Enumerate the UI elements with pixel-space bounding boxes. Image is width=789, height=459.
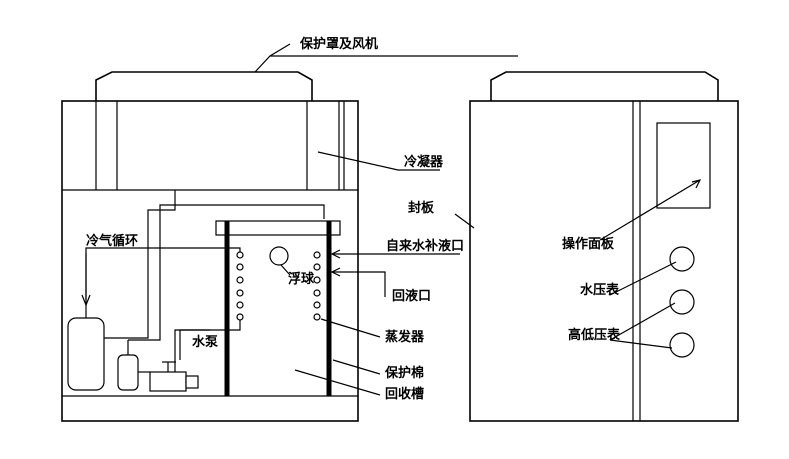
- label-refrigerant-cycle: 冷气循环: [86, 233, 138, 249]
- evaporator-coils-left: [236, 251, 244, 321]
- left-fan-cover: [95, 71, 313, 101]
- label-evaporator: 蒸发器: [385, 329, 425, 345]
- label-return-port: 回液口: [392, 288, 431, 304]
- label-insulation: 保护棉: [384, 365, 424, 381]
- left-cabinet: [61, 100, 359, 422]
- label-seal-plate: 封板: [408, 200, 435, 216]
- label-control-panel: 操作面板: [562, 236, 615, 252]
- label-hl-gauge: 高低压表: [568, 327, 621, 343]
- label-water-inlet: 自来水补液口: [386, 238, 464, 254]
- label-water-gauge: 水压表: [580, 282, 620, 298]
- right-unit: [469, 71, 739, 422]
- high-pressure-gauge: [669, 289, 695, 315]
- receiver: [117, 354, 139, 391]
- float-ball: [269, 246, 289, 266]
- control-panel: [656, 122, 711, 209]
- water-pressure-gauge: [669, 246, 695, 272]
- water-pump: [149, 361, 199, 392]
- label-cover-fan: 保护罩及风机: [299, 36, 378, 52]
- compressor: [67, 317, 105, 391]
- tank-top-cap: [215, 220, 341, 236]
- low-pressure-gauge: [669, 332, 695, 358]
- label-float-ball: 浮球: [288, 271, 315, 287]
- label-recovery-tank: 回收槽: [385, 386, 424, 402]
- evaporator-coils-right: [313, 251, 321, 321]
- label-condenser: 冷凝器: [404, 154, 444, 170]
- right-fan-cover: [490, 71, 719, 101]
- right-cabinet: [469, 100, 739, 422]
- leader-lines: [81, 43, 702, 396]
- label-pump: 水泵: [192, 334, 218, 350]
